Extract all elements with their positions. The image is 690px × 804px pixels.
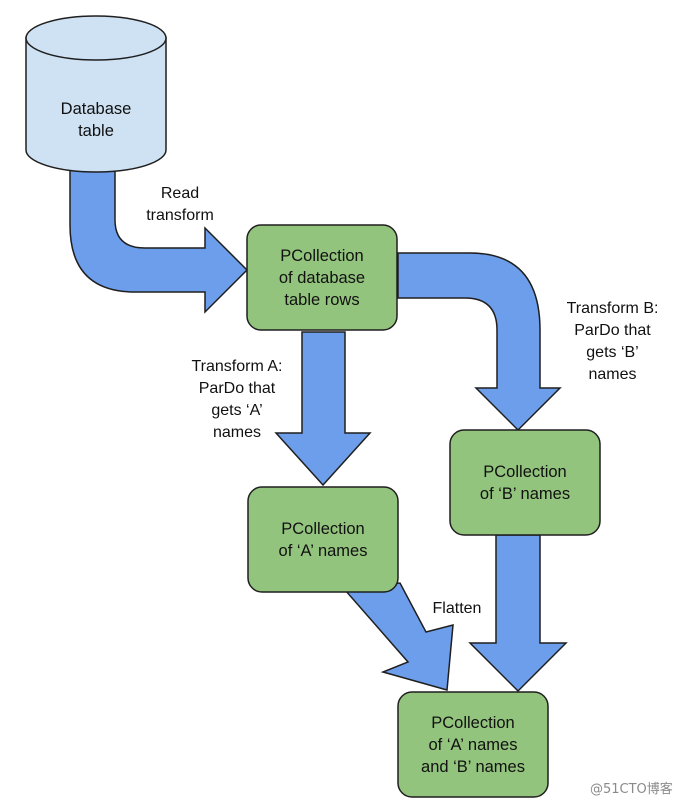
node-rows-label: PCollection of database table rows: [278, 246, 366, 309]
transform-a-arrow: [274, 331, 372, 487]
database-label: Database table: [60, 100, 132, 140]
flatten-arrow-b: [468, 534, 568, 693]
flatten-arrow-a: [343, 582, 454, 691]
database-cylinder-icon: [25, 15, 167, 173]
transform-b-arrow: [397, 252, 562, 432]
node-ab-box: [397, 691, 549, 798]
node-a-label: PCollection of ‘A’ names: [278, 519, 368, 560]
watermark: @51CTO博客: [590, 782, 673, 797]
read-transform-label: Read transform: [146, 185, 214, 224]
node-b-box: [449, 429, 601, 536]
transform-a-label: Transform A: ParDo that gets ‘A’ names: [191, 358, 283, 441]
node-ab-label: PCollection of ‘A’ names and ‘B’ names: [421, 713, 525, 776]
read-transform-arrow: [69, 169, 249, 314]
flatten-label: Flatten: [432, 600, 482, 617]
node-b-label: PCollection of ‘B’ names: [479, 462, 571, 503]
node-rows-box: [246, 224, 398, 331]
transform-b-label: Transform B: ParDo that gets ‘B’ names: [566, 300, 659, 383]
node-a-box: [247, 486, 399, 593]
